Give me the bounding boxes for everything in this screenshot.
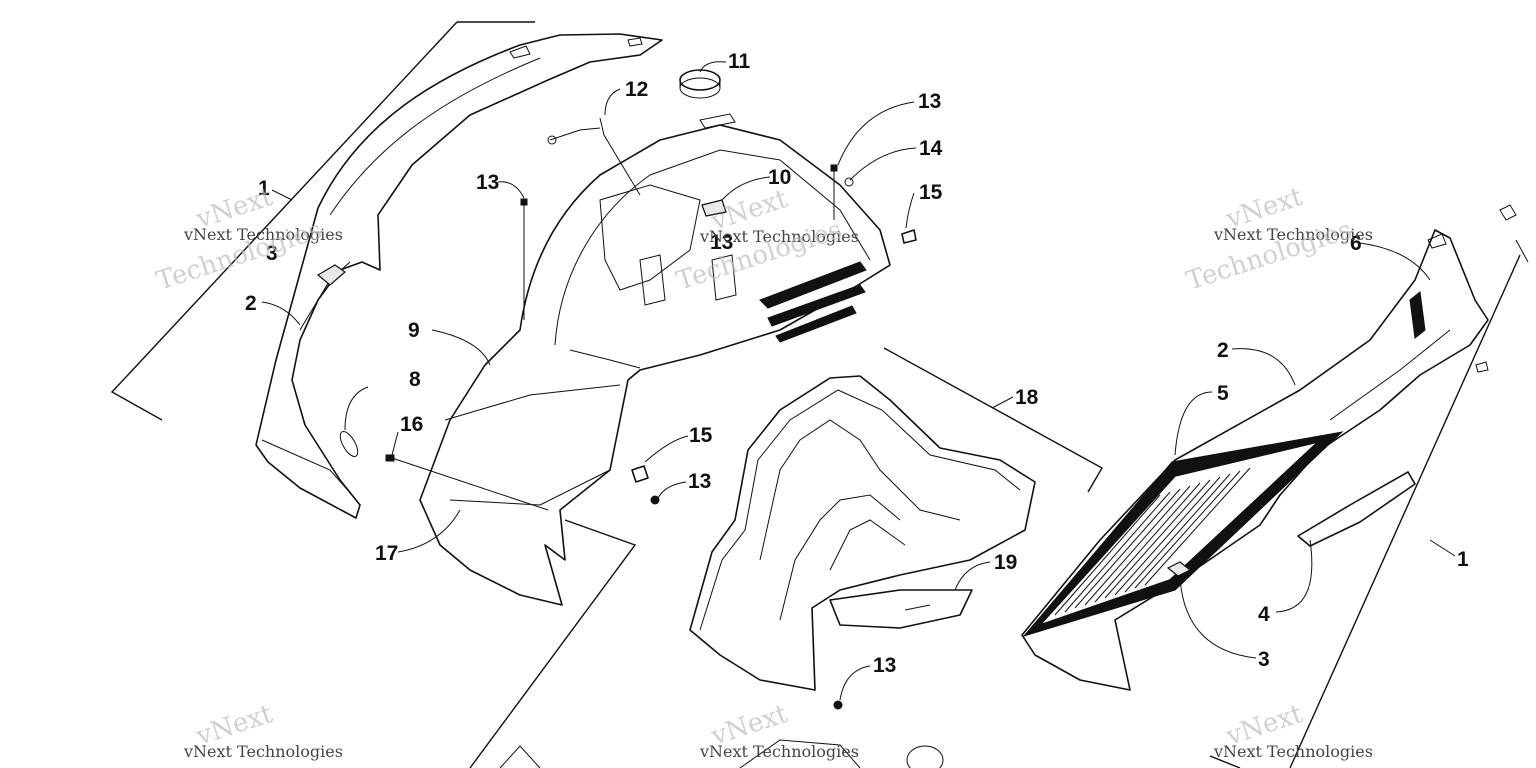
front-cowl — [419, 113, 891, 606]
callout-5: 5 — [1217, 382, 1229, 405]
callout-3-right: 3 — [1258, 648, 1270, 671]
callout-15-a: 15 — [919, 181, 943, 204]
callout-16: 16 — [400, 413, 423, 436]
callout-13-b: 13 — [710, 231, 733, 254]
callout-1-left: 1 — [258, 177, 270, 200]
callout-1-right: 1 — [1457, 548, 1469, 571]
callout-2-right: 2 — [1217, 339, 1229, 362]
callout-13-a: 13 — [476, 171, 499, 194]
callout-15-b: 15 — [689, 424, 713, 447]
callout-8: 8 — [409, 368, 421, 391]
right-side-panel — [1021, 229, 1489, 691]
svg-text:vNext Technologies: vNext Technologies — [183, 225, 343, 244]
left-side-panel — [255, 33, 663, 519]
svg-text:vNext Technologies: vNext Technologies — [1213, 225, 1373, 244]
callout-9: 9 — [408, 319, 420, 342]
svg-text:vNext Technologies: vNext Technologies — [699, 227, 859, 246]
callout-10: 10 — [768, 166, 791, 189]
vent-slats — [1054, 467, 1251, 616]
callout-4: 4 — [1258, 603, 1270, 626]
callout-11: 11 — [728, 50, 751, 73]
callout-13-e: 13 — [873, 654, 896, 677]
callout-18: 18 — [1015, 386, 1039, 409]
watermark-3: vNext vNext Technologies Technologies — [1183, 182, 1373, 297]
svg-text:vNext Technologies: vNext Technologies — [699, 742, 859, 761]
callouts: 1 2 3 8 9 16 17 12 11 13 13 13 13 13 10 … — [245, 50, 1469, 677]
svg-text:vNext Technologies: vNext Technologies — [183, 742, 343, 761]
watermark-6: vNext vNext Technologies — [1213, 699, 1373, 761]
leader-lines — [261, 61, 1529, 701]
bracket-lines — [110, 21, 1521, 768]
callout-3-left: 3 — [266, 242, 278, 265]
watermark-4: vNext vNext Technologies — [183, 699, 343, 761]
callout-19: 19 — [994, 551, 1017, 574]
callout-13-d: 13 — [688, 470, 711, 493]
under-tray — [689, 375, 1036, 691]
hardware — [385, 69, 1517, 710]
callout-2-left: 2 — [245, 292, 257, 315]
bottom-partial-items — [499, 739, 944, 768]
callout-17: 17 — [375, 542, 398, 565]
callout-13-c: 13 — [918, 90, 941, 113]
callout-12: 12 — [625, 78, 648, 101]
callout-6: 6 — [1350, 232, 1362, 255]
svg-text:vNext Technologies: vNext Technologies — [1213, 742, 1373, 761]
callout-14: 14 — [919, 137, 943, 160]
